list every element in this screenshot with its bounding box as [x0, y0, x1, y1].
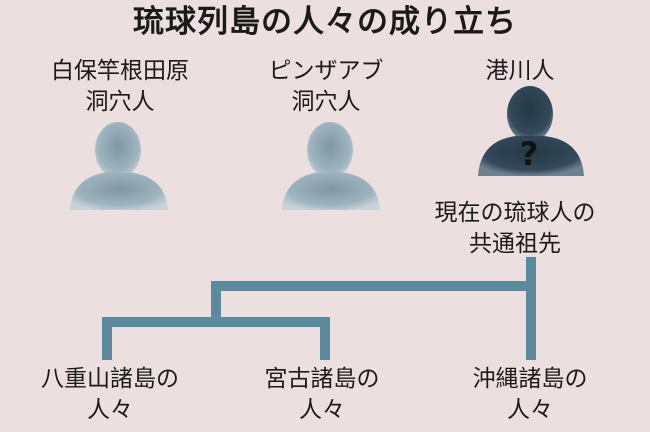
label-line-2: 人々 [299, 397, 345, 423]
label-line-1: 白保竿根田原 [51, 58, 189, 84]
label-line-1: ピンザアブ [268, 58, 384, 84]
label-okinawa-islands-people: 沖縄諸島の 人々 [430, 364, 630, 426]
label-line-2: 人々 [87, 397, 133, 423]
label-line-1: 沖縄諸島の [472, 366, 588, 392]
lineage-tree [102, 257, 536, 360]
label-common-ancestor: 現在の琉球人の 共通祖先 [390, 198, 640, 260]
label-line-1: 港川人 [485, 58, 555, 84]
label-miyako-islands-people: 宮古諸島の 人々 [222, 364, 422, 426]
diagram-title: 琉球列島の人々の成り立ち [133, 4, 517, 40]
label-shiraho-saonetabaru-cave-people: 白保竿根田原 洞穴人 [20, 56, 220, 118]
label-pinza-abu-cave-people: ピンザアブ 洞穴人 [226, 56, 426, 118]
label-line-1: 宮古諸島の [264, 366, 380, 392]
label-line-1: 現在の琉球人の [434, 200, 596, 226]
label-minatogawa-man: 港川人 [420, 56, 620, 87]
label-yaeyama-islands-people: 八重山諸島の 人々 [0, 364, 220, 426]
person-silhouette-icon [282, 122, 380, 210]
label-line-2: 人々 [507, 397, 553, 423]
label-line-2: 洞穴人 [291, 89, 361, 115]
question-mark-icon: ? [519, 135, 539, 173]
person-silhouette-icon [478, 86, 584, 176]
person-silhouette-icon [70, 122, 168, 210]
label-line-2: 共通祖先 [469, 231, 561, 257]
label-line-1: 八重山諸島の [41, 366, 179, 392]
label-line-2: 洞穴人 [85, 89, 155, 115]
